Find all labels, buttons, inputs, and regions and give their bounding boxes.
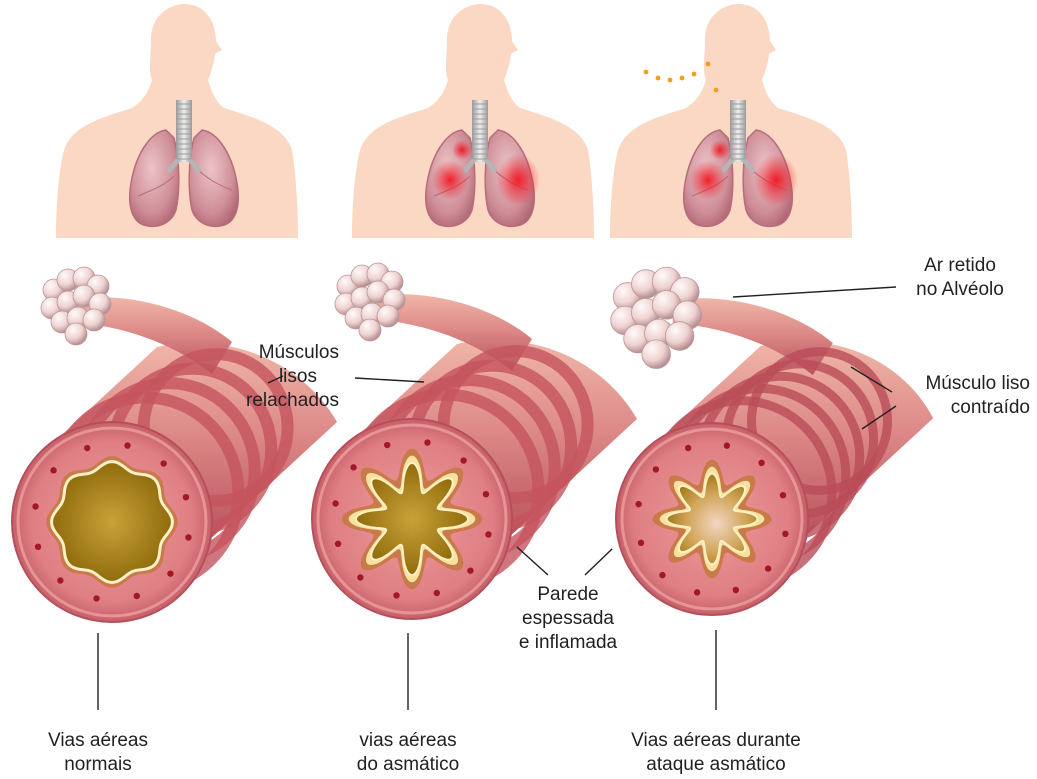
blood-vessel-dot xyxy=(765,565,771,571)
alveolus xyxy=(83,309,105,331)
blood-vessel-dot xyxy=(733,587,739,593)
airway-lumen xyxy=(52,462,173,583)
blood-vessel-dot xyxy=(724,442,730,448)
inflammation-spot xyxy=(496,154,540,206)
blood-vessel-dot xyxy=(124,442,130,448)
label-relaxed-line-1: Músculos xyxy=(246,341,339,365)
caption-1-line-2: normais xyxy=(8,753,188,777)
blood-vessel-dot xyxy=(384,442,390,448)
blood-vessel-dot xyxy=(332,500,338,506)
airway-2 xyxy=(312,263,637,619)
exhaled-air-dot xyxy=(680,76,685,81)
blood-vessel-dot xyxy=(758,460,764,466)
blood-vessel-dot xyxy=(635,501,641,507)
inflammation-spot xyxy=(432,160,468,200)
label-relaxed-smooth-muscle: Músculos lisos relachados xyxy=(246,341,339,413)
blood-vessel-dot xyxy=(424,439,430,445)
blood-vessel-dot xyxy=(460,457,466,463)
blood-vessel-dot xyxy=(685,445,691,451)
caption-2-line-1: vias aéreas xyxy=(318,729,498,753)
blood-vessel-dot xyxy=(335,541,341,547)
blood-vessel-dot xyxy=(434,590,440,596)
inflammation-spot xyxy=(754,154,798,206)
torso-figure-2 xyxy=(352,4,594,238)
leader-line-trapped-air xyxy=(733,287,896,297)
blood-vessel-dot xyxy=(485,531,491,537)
caption-3-line-1: Vias aéreas durante xyxy=(596,729,836,753)
blood-vessel-dot xyxy=(84,445,90,451)
blood-vessel-dot xyxy=(183,494,189,500)
blood-vessel-dot xyxy=(167,570,173,576)
exhaled-air-dot xyxy=(668,78,673,83)
leader-line-muscle-relaxed-2 xyxy=(355,378,424,382)
blood-vessel-dot xyxy=(160,460,166,466)
exhaled-air-dot xyxy=(692,72,697,77)
caption-1-line-1: Vias aéreas xyxy=(8,729,188,753)
exhaled-air-dot xyxy=(644,70,649,75)
alveolus xyxy=(665,322,694,351)
blood-vessel-dot xyxy=(35,544,41,550)
blood-vessel-dot xyxy=(134,593,140,599)
inflammation-spot xyxy=(690,160,726,200)
blood-vessel-dot xyxy=(483,491,489,497)
label-relaxed-line-3: relachados xyxy=(246,389,339,413)
torso-figure-1 xyxy=(56,4,298,238)
label-wall-line-2: espessada xyxy=(498,607,638,631)
blood-vessel-dot xyxy=(638,540,644,546)
alveolus xyxy=(65,323,87,345)
airway-lumen xyxy=(356,463,468,575)
leader-line-wall-left xyxy=(517,547,548,575)
blood-vessel-dot xyxy=(93,595,99,601)
blood-vessel-dot xyxy=(350,464,356,470)
blood-vessel-dot xyxy=(659,572,665,578)
nose xyxy=(768,38,776,54)
torso-figure-3 xyxy=(610,4,852,238)
label-trapped-air-line-1: Ar retido xyxy=(895,254,1025,278)
blood-vessel-dot xyxy=(782,531,788,537)
airway-3 xyxy=(611,267,934,615)
blood-vessel-dot xyxy=(780,492,786,498)
blood-vessel-dot xyxy=(467,567,473,573)
exhaled-air-dot xyxy=(706,62,711,67)
inflammation-spot xyxy=(710,140,730,160)
airway-lumen xyxy=(667,474,758,565)
label-contracted-muscle: Músculo liso contraído xyxy=(900,372,1030,420)
blood-vessel-dot xyxy=(694,589,700,595)
label-contracted-line-2: contraído xyxy=(900,396,1030,420)
caption-asthma-attack-airway: Vias aéreas durante ataque asmático xyxy=(596,729,836,777)
airway-1 xyxy=(12,267,337,622)
label-relaxed-line-2: lisos xyxy=(246,365,317,389)
alveolus xyxy=(377,305,399,327)
blood-vessel-dot xyxy=(185,534,191,540)
exhaled-air-dot xyxy=(714,88,719,93)
leader-line-wall-right xyxy=(585,549,612,575)
exhaled-air-dot xyxy=(656,76,661,81)
caption-normal-airway: Vias aéreas normais xyxy=(8,729,188,777)
label-wall-line-3: e inflamada xyxy=(498,631,638,655)
caption-3-line-2: ataque asmático xyxy=(596,753,836,777)
blood-vessel-dot xyxy=(393,592,399,598)
alveolus xyxy=(642,340,671,369)
blood-vessel-dot xyxy=(50,467,56,473)
label-contracted-line-1: Músculo liso xyxy=(900,372,1030,396)
nose xyxy=(510,38,518,54)
inflammation-spot xyxy=(452,140,472,160)
blood-vessel-dot xyxy=(357,574,363,580)
nose xyxy=(214,38,222,54)
label-trapped-air: Ar retido no Alvéolo xyxy=(895,254,1025,302)
caption-2-line-2: do asmático xyxy=(318,753,498,777)
label-trapped-air-line-2: no Alvéolo xyxy=(895,278,1025,302)
caption-asthmatic-airway: vias aéreas do asmático xyxy=(318,729,498,777)
blood-vessel-dot xyxy=(653,466,659,472)
blood-vessel-dot xyxy=(57,577,63,583)
alveolus xyxy=(359,319,381,341)
blood-vessel-dot xyxy=(32,503,38,509)
label-thickened-wall: Parede espessada e inflamada xyxy=(498,583,638,655)
label-wall-line-1: Parede xyxy=(498,583,638,607)
